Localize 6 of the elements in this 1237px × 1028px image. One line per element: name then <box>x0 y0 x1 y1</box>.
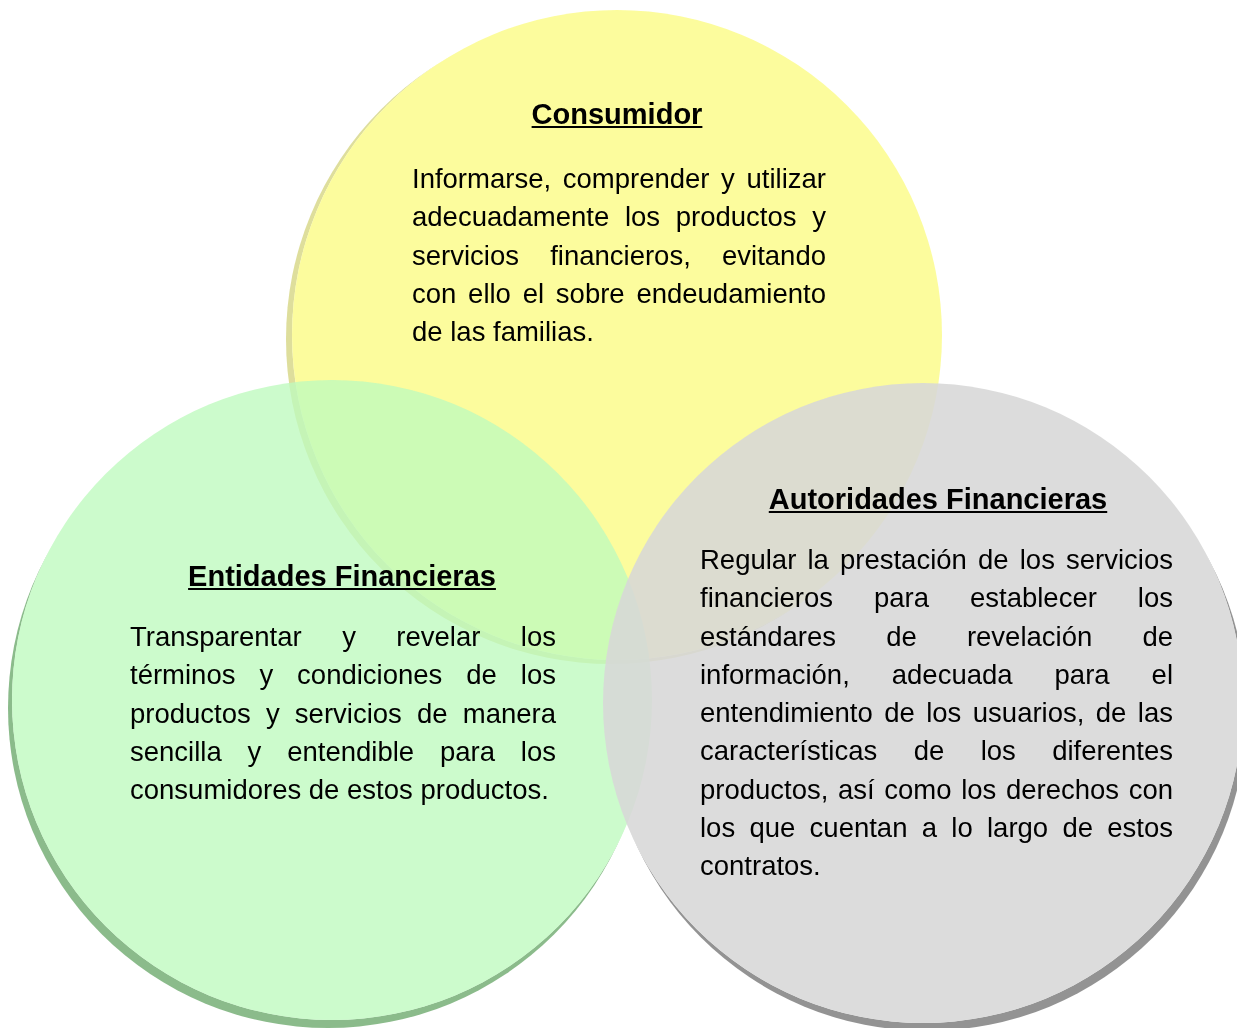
circle-heading: Consumidor <box>531 98 703 131</box>
circle-description: Regular la prestación de los servicios financieros para establecer los estándares de revelación de información, adecuada para el entendimiento de los usuarios, de las características de los diferentes productos, así como los derechos con los que cuentan a lo largo de estos contratos. <box>700 543 1173 884</box>
circle-description: Transparentar y revelar los términos y condiciones de los productos y servicios de manera sencilla y entendible para los consumidores de estos productos. <box>130 620 556 808</box>
circle-description: Informarse, comprender y utilizar adecuadamente los productos y servicios financieros, evitando con ello el sobre endeudamiento de las familias. <box>412 162 826 350</box>
circle-heading: Autoridades Financieras <box>768 483 1108 516</box>
circle-heading: Entidades Financieras <box>188 560 496 593</box>
